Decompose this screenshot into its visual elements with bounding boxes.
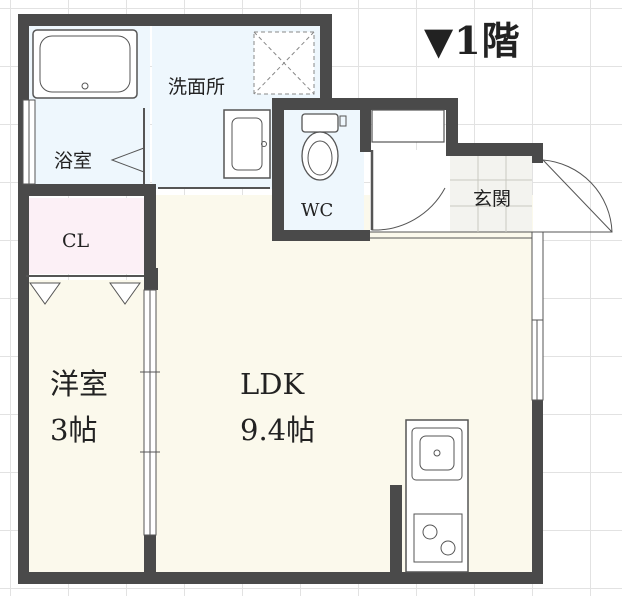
- entrance-tiles: [450, 156, 532, 232]
- toilet-bowl: [301, 131, 339, 181]
- western-room-name: 洋室: [50, 367, 109, 401]
- wash-basin-bowl: [231, 117, 263, 171]
- hall-floor: [370, 150, 450, 232]
- cooktop: [413, 513, 463, 563]
- toilet-label: WC: [301, 200, 334, 221]
- washroom-label: 洗面所: [168, 76, 226, 98]
- closet-floor: [26, 198, 144, 274]
- entrance-label: 玄関: [473, 188, 512, 210]
- ldk-size: 9.4帖: [240, 413, 316, 447]
- burner: [440, 540, 456, 556]
- entrance-floor: [450, 156, 532, 232]
- shoe-cabinet: [371, 109, 445, 143]
- western-room-floor: [26, 280, 150, 575]
- kitchen-sink-tap: [433, 449, 441, 457]
- ldk-floor: [148, 195, 533, 575]
- bathtub-drain: [81, 82, 89, 90]
- front-door-swing: [542, 159, 613, 233]
- wash-basin-tap: [261, 141, 267, 147]
- laundry-diagonal: [253, 31, 315, 95]
- closet-door-right: [109, 282, 141, 305]
- closet-door-left: [29, 282, 61, 305]
- hall-door-swing: [371, 150, 446, 231]
- burner: [422, 524, 438, 540]
- bath-label: 浴室: [54, 150, 93, 172]
- western-room-size: 3帖: [50, 413, 98, 447]
- walls: [18, 14, 543, 584]
- toilet-seat: [307, 140, 333, 176]
- toilet-handrail: [339, 115, 347, 127]
- ldk-name: LDK: [240, 367, 305, 401]
- front-door-leaf: [542, 159, 613, 233]
- kitchen-sink-bowl: [419, 435, 455, 471]
- bathtub-inner: [39, 35, 131, 93]
- floor-label: ▼1階: [424, 18, 521, 63]
- toilet-tank: [301, 113, 339, 133]
- closet-label: CL: [62, 230, 90, 252]
